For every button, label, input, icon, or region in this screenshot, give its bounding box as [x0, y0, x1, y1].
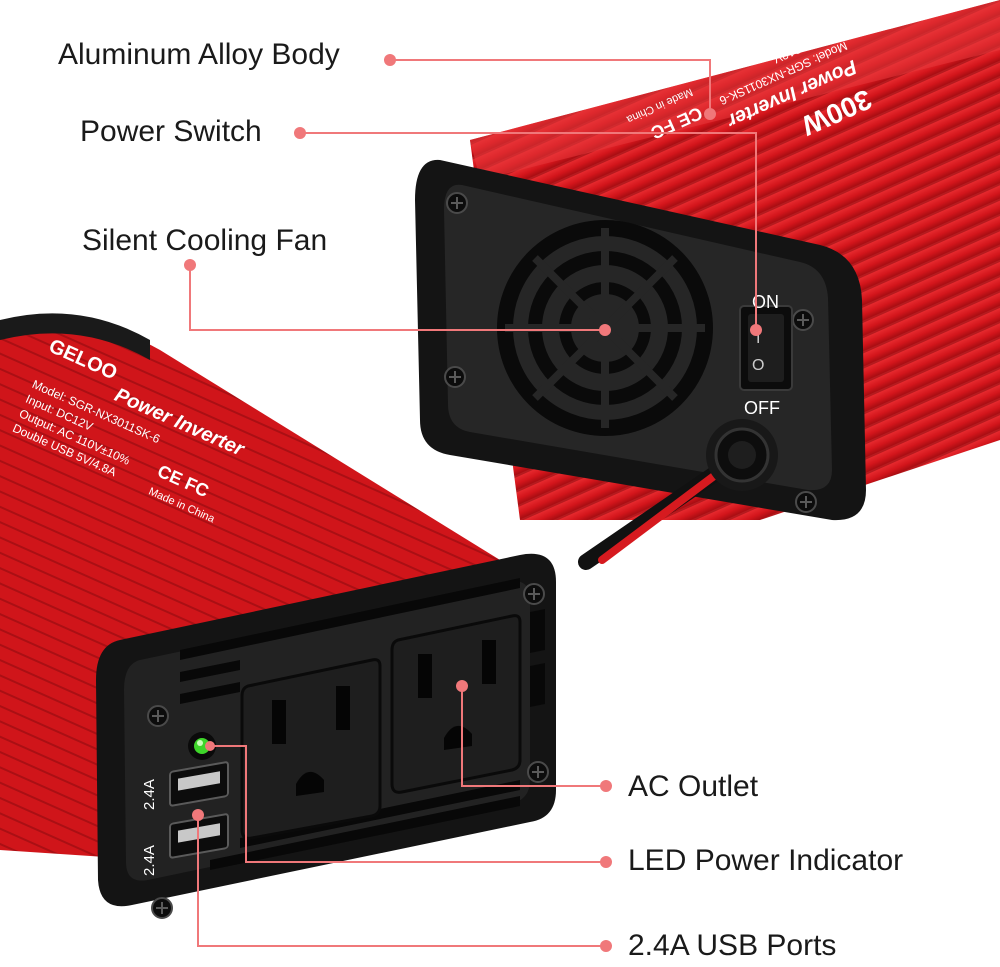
usb-label-bottom: 2.4A	[141, 845, 158, 876]
ac-outlet-left	[240, 658, 382, 840]
callout-line-body	[390, 59, 711, 114]
callout-line-fan	[189, 265, 605, 331]
callout-power-switch: Power Switch	[80, 115, 262, 148]
callout-dots	[184, 54, 762, 952]
callout-aluminum-body: Aluminum Alloy Body	[58, 38, 340, 71]
callout-line-led	[210, 745, 606, 863]
rear-unit: 300W Power Inverter Model: SGR-NX3011SK-…	[415, 0, 1000, 570]
front-vent-slots	[180, 578, 545, 870]
callout-line-ac	[461, 686, 606, 787]
callout-line-switch	[300, 132, 757, 330]
switch-label-on: ON	[752, 292, 779, 312]
callout-cooling-fan: Silent Cooling Fan	[82, 224, 328, 257]
usb-label-top: 2.4A	[141, 779, 158, 810]
switch-label-off: OFF	[744, 398, 780, 418]
rear-label-block: 300W Power Inverter Model: SGR-NX3011SK-…	[624, 0, 876, 143]
callout-usb-ports: 2.4A USB Ports	[628, 929, 837, 962]
switch-mark-o: O	[752, 357, 764, 374]
callout-line-usb	[197, 815, 606, 947]
ac-outlet-right	[390, 614, 522, 794]
callout-ac-outlet: AC Outlet	[628, 770, 759, 803]
callout-led-indicator: LED Power Indicator	[628, 844, 904, 877]
power-cable	[578, 419, 778, 570]
led-power-indicator	[188, 732, 216, 760]
power-switch: I O ON OFF	[739, 292, 793, 418]
switch-mark-i: I	[756, 330, 760, 347]
callout-lines	[189, 59, 757, 947]
front-unit: GELOO Power Inverter Model: SGR-NX3011SK…	[0, 313, 556, 919]
